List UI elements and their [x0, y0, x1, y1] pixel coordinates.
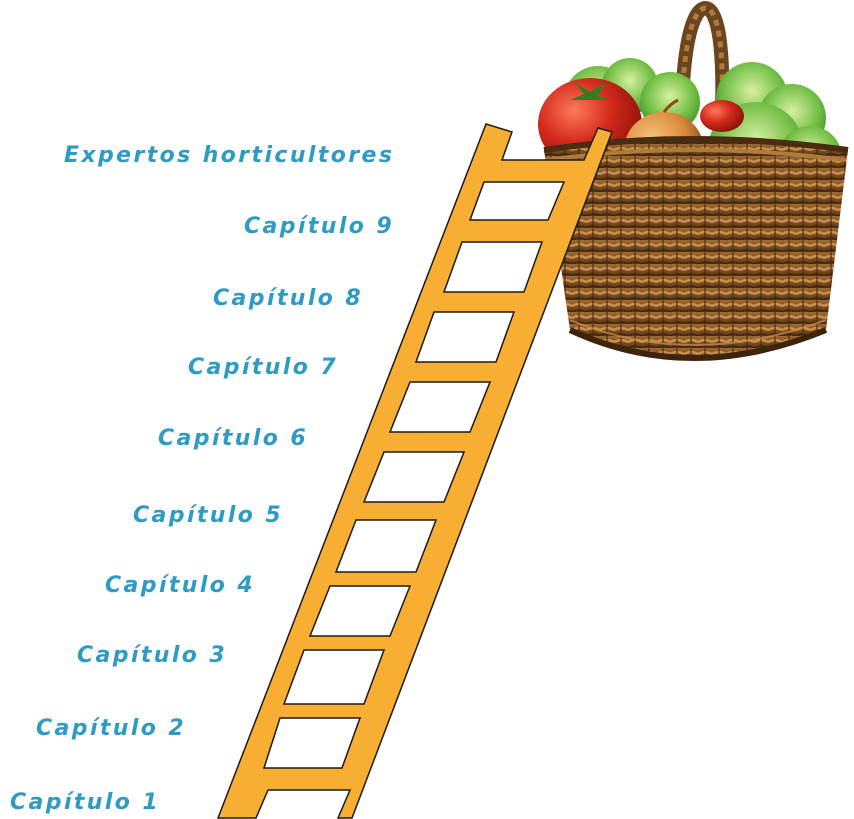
label-capitulo-8: Capítulo 8	[213, 286, 364, 311]
wicker-basket-icon	[543, 136, 849, 361]
ladder-gap-6	[334, 519, 438, 573]
ladder-gap-3	[414, 311, 516, 363]
label-capitulo-7: Capítulo 7	[188, 355, 339, 380]
ladder-gap-5	[362, 451, 466, 503]
ladder	[216, 123, 613, 819]
ladder-gap-1	[468, 181, 566, 221]
ladder-gap-9	[262, 717, 362, 769]
ladder-gap-7	[308, 585, 412, 637]
ladder-gap-4	[388, 381, 492, 433]
label-capitulo-5: Capítulo 5	[133, 503, 284, 528]
label-capitulo-6: Capítulo 6	[158, 426, 309, 451]
ladder-gap-8	[282, 649, 386, 705]
label-capitulo-4: Capítulo 4	[105, 573, 256, 598]
ladder-gap-2	[442, 241, 544, 293]
label-capitulo-3: Capítulo 3	[77, 643, 228, 668]
label-capitulo-2: Capítulo 2	[36, 716, 187, 741]
label-expertos-horticultores: Expertos horticultores	[64, 143, 395, 168]
label-capitulo-9: Capítulo 9	[244, 214, 395, 239]
vegetable-basket-icon	[538, 0, 849, 361]
label-capitulo-1: Capítulo 1	[10, 790, 161, 815]
